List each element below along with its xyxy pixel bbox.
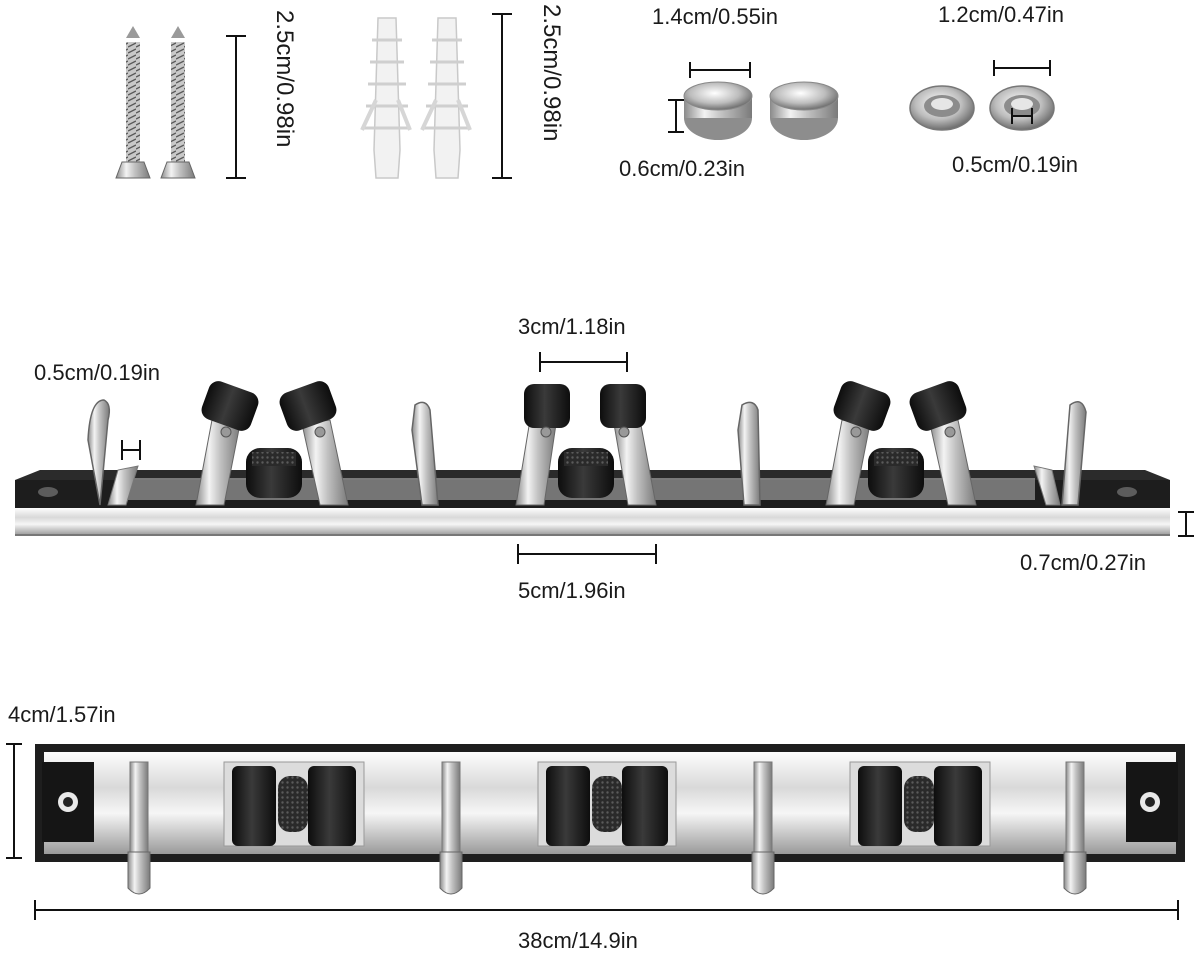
top-hook-2 — [439, 761, 463, 895]
clip-gap-label: 3cm/1.18in — [518, 314, 626, 339]
top-hook-3 — [751, 761, 775, 895]
screw-right — [160, 26, 196, 179]
rail-length-label: 38cm/14.9in — [518, 928, 638, 953]
hook-width-label: 0.5cm/0.19in — [34, 360, 160, 385]
rail-thickness-label: 0.7cm/0.27in — [1020, 550, 1146, 575]
wall-anchor-right — [420, 17, 472, 179]
rail-height-label: 4cm/1.57in — [8, 702, 116, 727]
screw-cap-left — [683, 81, 753, 140]
clip-spacing-label: 5cm/1.96in — [518, 578, 626, 603]
front-hook-3 — [737, 401, 761, 506]
front-hook-1 — [87, 399, 139, 506]
cap-height-label: 0.6cm/0.23in — [619, 156, 745, 181]
front-clip-group-2 — [515, 384, 657, 506]
cap-base-right — [989, 85, 1055, 131]
front-clip-group-3 — [825, 381, 977, 506]
screw-left — [115, 26, 151, 179]
top-clip-group-3 — [849, 761, 991, 847]
top-hook-4 — [1063, 761, 1087, 895]
top-clip-group-1 — [223, 761, 365, 847]
cap-diameter-label: 1.4cm/0.55in — [652, 4, 778, 29]
top-hook-1 — [127, 761, 151, 895]
base-diameter-label: 1.2cm/0.47in — [938, 2, 1064, 27]
mount-hole-left — [38, 487, 58, 497]
screw-cap-right — [769, 81, 839, 140]
mount-hole-right — [1117, 487, 1137, 497]
screw-length-label: 2.5cm/0.98in — [271, 10, 298, 148]
top-clip-group-2 — [537, 761, 677, 847]
front-hook-2 — [411, 401, 439, 506]
wall-anchor-left — [360, 17, 412, 179]
cap-base-left — [909, 85, 975, 131]
anchor-length-label: 2.5cm/0.98in — [538, 4, 565, 142]
base-hole-label: 0.5cm/0.19in — [952, 152, 1078, 177]
front-clip-group-1 — [195, 381, 349, 506]
front-hook-4 — [1033, 401, 1087, 506]
